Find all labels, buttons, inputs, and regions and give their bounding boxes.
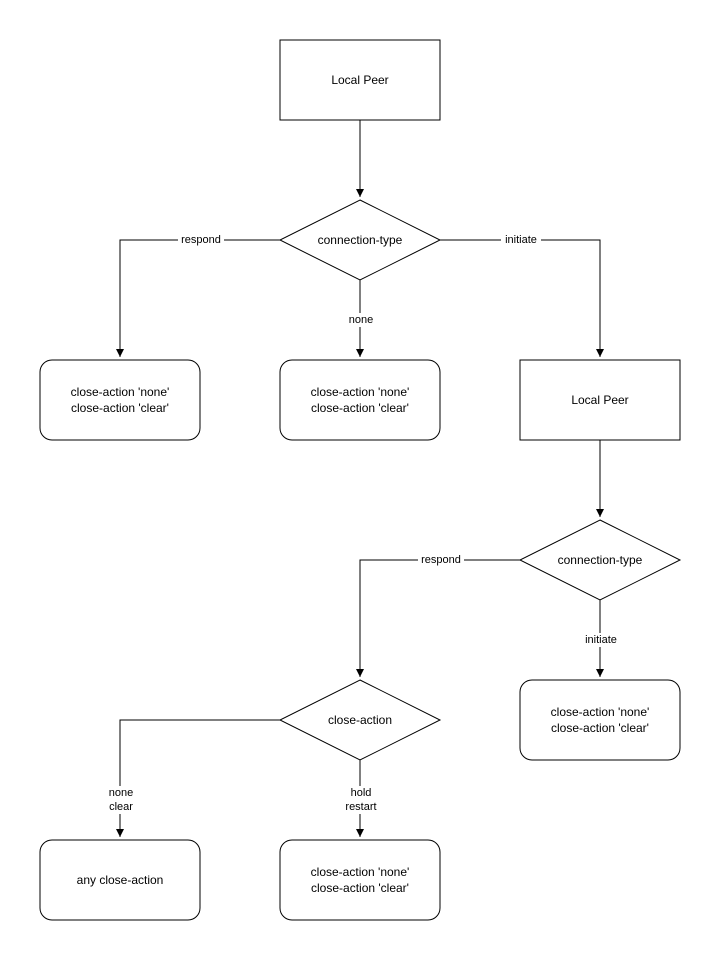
edge-label-none-clear-line-2: clear [109, 801, 133, 813]
edge-label-none-clear-line-1: none [108, 787, 134, 799]
edge-label-hold-restart-line-1: hold [350, 787, 372, 799]
edge-label-hold-restart: hold restart [340, 786, 382, 814]
edge-label-initiate-2: initiate [581, 633, 621, 647]
connection-type-diamond-2 [518, 519, 682, 601]
edge-label-respond-2: respond [418, 553, 464, 567]
initiate-result-box [519, 679, 681, 761]
close-action-diamond [278, 679, 442, 761]
edge-label-none-text: none [348, 314, 374, 326]
edge-decision1-respond [116, 239, 280, 357]
hold-restart-result-box [279, 839, 441, 921]
edge-label-respond: respond [178, 233, 224, 247]
connection-type-diamond [278, 199, 442, 281]
edge-decision2-respond [356, 559, 520, 677]
local-peer-box-2 [519, 359, 681, 441]
edge-label-none-clear: none clear [104, 786, 138, 814]
none-result-box [279, 359, 441, 441]
edge-label-respond-text: respond [181, 234, 221, 246]
local-peer-box [279, 39, 441, 121]
edge-label-initiate: initiate [501, 233, 541, 247]
edge-decision1-initiate [440, 239, 604, 357]
edge-decision3-none-clear [116, 719, 280, 837]
respond-result-box [39, 359, 201, 441]
any-close-action-box [39, 839, 201, 921]
edge-label-hold-restart-line-2: restart [345, 801, 377, 813]
edge-label-respond-2-text: respond [421, 554, 461, 566]
edge-label-none: none [345, 313, 377, 327]
edge-label-initiate-text: initiate [505, 234, 537, 246]
edge-label-initiate-2-text: initiate [585, 634, 617, 646]
